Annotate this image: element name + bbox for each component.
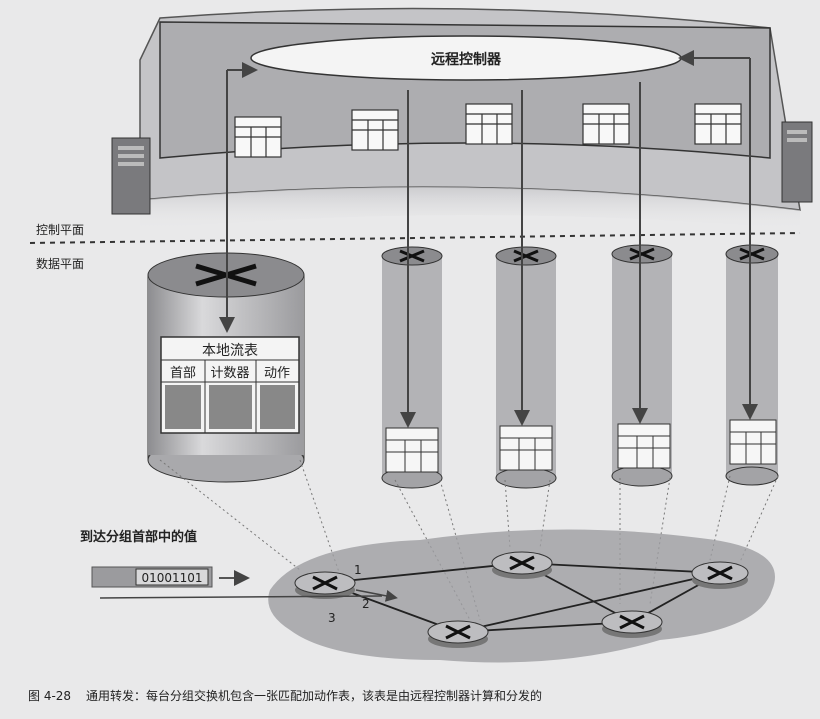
- server-right-icon: [781, 121, 813, 203]
- port-label: 1: [354, 563, 362, 577]
- column-header: 计数器: [210, 366, 249, 381]
- data-plane-label: 数据平面: [36, 256, 84, 271]
- column-header: 动作: [264, 366, 290, 381]
- network-router-icons: [294, 551, 749, 648]
- figure-caption: 通用转发：每台分组交换机包含一张匹配加动作表，该表是由远程控制器计算和分发的: [86, 688, 542, 703]
- control-arrows: [219, 50, 758, 428]
- plane-divider: [29, 232, 801, 244]
- port-label: 2: [362, 597, 370, 611]
- controller-label: 远程控制器: [431, 51, 502, 68]
- controller-table-icons: [234, 103, 742, 158]
- switch-3: [495, 246, 557, 489]
- packet-header-field: [135, 568, 209, 586]
- forward-arrow: [355, 589, 398, 602]
- control-plane-shadow: [140, 187, 800, 230]
- switch-4: [611, 244, 673, 487]
- port-label: 3: [328, 611, 336, 625]
- local-table-title: 本地流表: [202, 343, 258, 359]
- packet-caption: 到达分组首部中的值: [80, 529, 197, 545]
- control-plane-label: 控制平面: [36, 223, 84, 237]
- figure-number: 图 4-28: [28, 689, 71, 703]
- switch-2: [381, 246, 443, 489]
- local-flow-table: [160, 336, 300, 434]
- incoming-link: [99, 595, 383, 599]
- switch-5: [725, 244, 779, 486]
- server-left-icon: [111, 137, 151, 215]
- packet-bits: 01001101: [141, 571, 202, 585]
- column-header: 首部: [170, 366, 196, 381]
